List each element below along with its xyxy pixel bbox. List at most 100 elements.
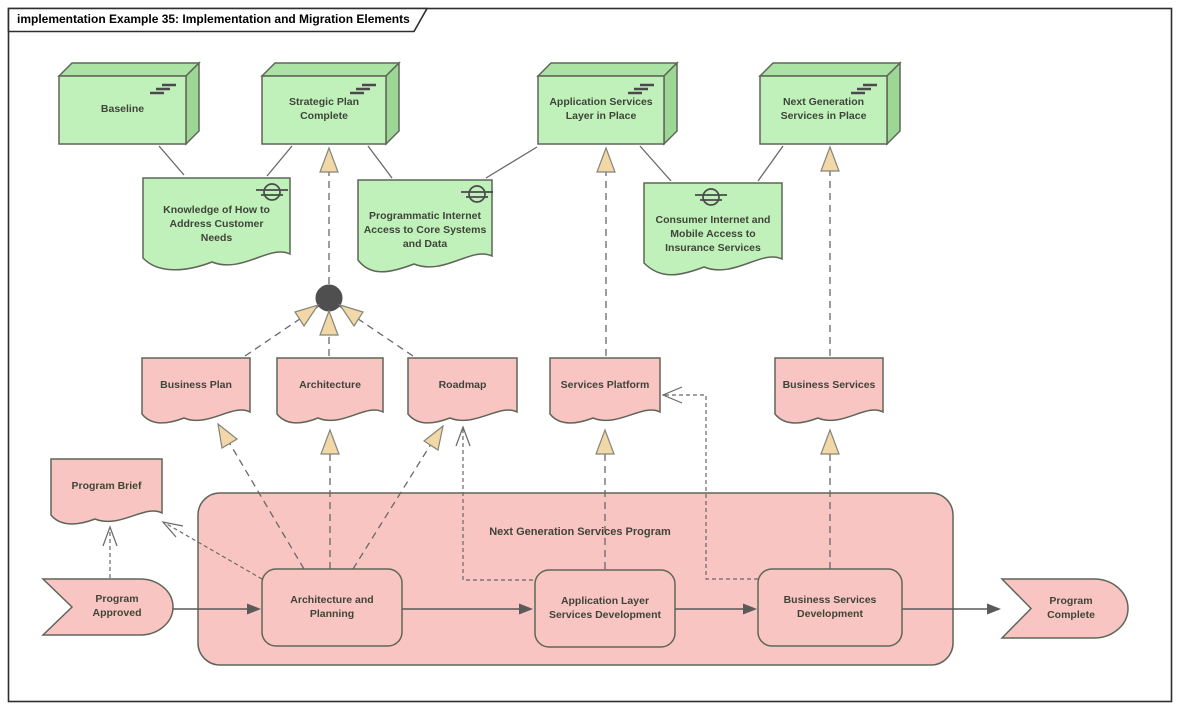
realization-arrowhead bbox=[320, 428, 340, 455]
label-line: Strategic Plan bbox=[288, 96, 360, 109]
label-line: Services Platform bbox=[560, 379, 650, 392]
realization-arrowhead bbox=[319, 309, 339, 336]
label-line: Consumer Internet and bbox=[655, 214, 771, 227]
work-package-business-services-development[interactable] bbox=[757, 568, 903, 647]
work-package-architecture-and-planning[interactable] bbox=[261, 568, 403, 647]
plateau-next-generation-label: Next Generation Services in Place bbox=[760, 76, 887, 144]
plateau-application-services-layer-in-place[interactable] bbox=[536, 61, 679, 146]
label-line: Address Customer bbox=[169, 218, 264, 231]
plateau-next-generation-services-in-place[interactable] bbox=[758, 61, 902, 146]
open-arrowhead bbox=[102, 525, 118, 547]
connector-application-services-to-consumer[interactable] bbox=[639, 145, 672, 182]
label-line: Layer in Place bbox=[565, 110, 637, 122]
gap-icon bbox=[695, 188, 727, 206]
work-package-alsd-label: Application Layer Services Development bbox=[535, 570, 675, 647]
label-line: Roadmap bbox=[438, 379, 487, 392]
diagram-title: implementation Example 35: Implementatio… bbox=[17, 12, 410, 26]
label-line: Services in Place bbox=[780, 110, 867, 122]
plateau-baseline-label: Baseline bbox=[59, 76, 186, 144]
label-line: Approved bbox=[92, 607, 142, 619]
connector-planning-to-roadmap[interactable] bbox=[352, 427, 442, 570]
deliverable-business-services-label: Business Services bbox=[775, 358, 883, 414]
event-program-complete[interactable] bbox=[1000, 578, 1129, 639]
deliverable-knowledge-label: Knowledge of How to Address Customer Nee… bbox=[143, 192, 290, 258]
flow-arrowhead bbox=[987, 603, 1001, 615]
label-line: Application Layer bbox=[560, 594, 650, 607]
realization-arrowhead bbox=[596, 146, 616, 173]
connector-strategic-plan-to-programmatic[interactable] bbox=[367, 145, 393, 179]
work-package-bsd-label: Business Services Development bbox=[758, 569, 902, 646]
deliverable-programmatic[interactable] bbox=[357, 179, 493, 273]
diagram-border bbox=[7, 7, 1173, 703]
label-line: Baseline bbox=[100, 103, 145, 116]
label-line: Complete bbox=[1047, 608, 1095, 621]
plateau-icon bbox=[350, 83, 376, 95]
connector-planning-to-business-plan[interactable] bbox=[219, 426, 305, 570]
realization-arrowhead bbox=[338, 303, 364, 328]
plateau-icon bbox=[628, 83, 654, 95]
plateau-icon bbox=[150, 83, 176, 95]
connector-knowledge-to-strategic-plan[interactable] bbox=[266, 145, 293, 177]
diagram-title-tab bbox=[7, 7, 429, 33]
label-line: Development bbox=[797, 607, 863, 620]
label-line: Knowledge of How to bbox=[163, 204, 270, 217]
label-line: Architecture bbox=[299, 379, 361, 392]
program-label: Next Generation Services Program bbox=[430, 524, 730, 541]
connector-consumer-to-next-generation[interactable] bbox=[757, 145, 784, 182]
connector-planning-to-program-brief[interactable] bbox=[164, 522, 263, 580]
gap-icon bbox=[461, 185, 493, 203]
plateau-application-services-label: Application Services Layer in Place bbox=[538, 76, 664, 144]
event-program-approved-label: Program Approved bbox=[68, 579, 166, 635]
realization-arrowhead bbox=[820, 428, 840, 455]
realization-arrowhead bbox=[595, 428, 615, 455]
deliverable-program-brief-label: Program Brief bbox=[51, 459, 162, 515]
deliverable-services-platform-label: Services Platform bbox=[550, 358, 660, 414]
label-line: Programmatic Internet bbox=[368, 210, 482, 223]
junction[interactable] bbox=[315, 284, 343, 312]
label-line: Planning bbox=[309, 607, 355, 620]
label-line: Architecture and bbox=[290, 593, 374, 606]
label-line: Business Plan bbox=[160, 379, 232, 392]
connector-programmatic-to-application-services[interactable] bbox=[485, 146, 538, 179]
deliverable-programmatic-label: Programmatic Internet Access to Core Sys… bbox=[355, 198, 495, 264]
deliverable-business-plan[interactable] bbox=[141, 357, 251, 424]
label-line: Complete bbox=[300, 110, 348, 122]
deliverable-program-brief[interactable] bbox=[50, 458, 163, 525]
plateau-strategic-plan-label: Strategic Plan Complete bbox=[262, 76, 386, 144]
plateau-baseline[interactable] bbox=[57, 61, 201, 146]
plateau-strategic-plan-complete[interactable] bbox=[260, 61, 401, 146]
open-arrowhead bbox=[161, 521, 184, 538]
realization-arrowhead bbox=[294, 303, 320, 328]
connector-bsd-to-services-platform[interactable] bbox=[665, 394, 758, 580]
label-line: Services Development bbox=[548, 608, 662, 621]
label-line: Program Brief bbox=[71, 480, 142, 493]
label-line: Next Generation Services Program bbox=[489, 526, 671, 539]
label-line: Business Services bbox=[782, 379, 876, 392]
deliverable-knowledge[interactable] bbox=[142, 177, 291, 271]
deliverable-consumer[interactable] bbox=[643, 182, 783, 276]
flow-arrowhead bbox=[519, 603, 533, 615]
connector-baseline-to-knowledge[interactable] bbox=[158, 145, 185, 176]
deliverable-architecture[interactable] bbox=[276, 357, 384, 424]
deliverable-architecture-label: Architecture bbox=[277, 358, 383, 414]
event-program-approved[interactable] bbox=[41, 578, 174, 636]
deliverable-services-platform[interactable] bbox=[549, 357, 661, 424]
label-line: Program bbox=[1049, 594, 1093, 607]
label-line: Application Services bbox=[549, 96, 653, 109]
label-line: Business Services bbox=[783, 593, 877, 606]
gap-icon bbox=[256, 183, 288, 201]
label-line: and Data bbox=[402, 237, 448, 250]
event-program-complete-label: Program Complete bbox=[1022, 579, 1120, 638]
realization-arrowhead bbox=[319, 146, 339, 173]
work-package-planning-label: Architecture and Planning bbox=[262, 569, 402, 646]
label-line: Access to Core Systems bbox=[363, 224, 487, 237]
open-arrowhead bbox=[661, 386, 683, 404]
label-line: Insurance Services bbox=[665, 241, 761, 254]
deliverable-business-services[interactable] bbox=[774, 357, 884, 424]
plateau-icon bbox=[851, 83, 877, 95]
deliverable-roadmap[interactable] bbox=[407, 357, 518, 424]
connector-alsd-to-roadmap[interactable] bbox=[462, 429, 533, 581]
deliverable-business-plan-label: Business Plan bbox=[142, 358, 250, 414]
label-line: Needs bbox=[200, 231, 233, 244]
work-package-application-layer-services-development[interactable] bbox=[534, 569, 676, 648]
